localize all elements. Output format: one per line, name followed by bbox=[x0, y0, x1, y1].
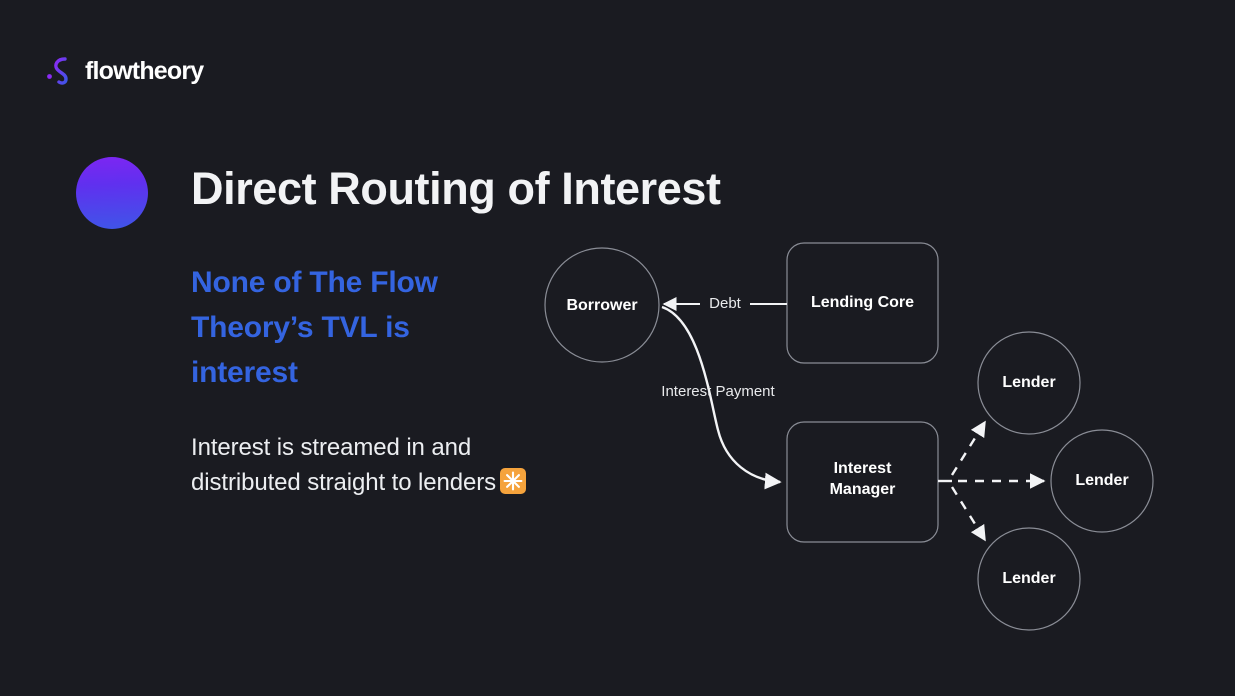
edge-payout-bottom bbox=[950, 486, 987, 542]
brand-wordmark-icon: flowtheory bbox=[85, 58, 205, 84]
lead-statement: None of The Flow Theory’s TVL is interes… bbox=[191, 266, 438, 389]
flowtheory-logo-icon bbox=[47, 57, 70, 85]
brand-logo: flowtheory bbox=[44, 54, 237, 88]
node-lender-bottom[interactable] bbox=[977, 527, 1081, 631]
node-borrower[interactable] bbox=[544, 247, 660, 363]
node-lending-core[interactable] bbox=[786, 242, 939, 364]
node-interest-manager[interactable] bbox=[786, 421, 939, 543]
svg-text:flowtheory: flowtheory bbox=[85, 58, 204, 84]
body-copy: Interest is streamed in and distributed … bbox=[191, 430, 531, 500]
body-copy-text: Interest is streamed in and distributed … bbox=[191, 434, 497, 496]
node-lender-middle[interactable] bbox=[1050, 429, 1154, 533]
sparkle-glyph-icon bbox=[503, 471, 523, 491]
edge-label-interest-payment: Interest Payment bbox=[661, 383, 775, 400]
edge-label-debt: Debt bbox=[709, 295, 741, 312]
gradient-circle-icon bbox=[76, 157, 148, 229]
edge-payout-top bbox=[950, 420, 987, 476]
sparkle-emoji-icon bbox=[500, 468, 527, 494]
edge-interest-payment bbox=[661, 305, 782, 490]
page-title: Direct Routing of Interest bbox=[191, 163, 721, 214]
node-lender-top[interactable] bbox=[977, 331, 1081, 435]
